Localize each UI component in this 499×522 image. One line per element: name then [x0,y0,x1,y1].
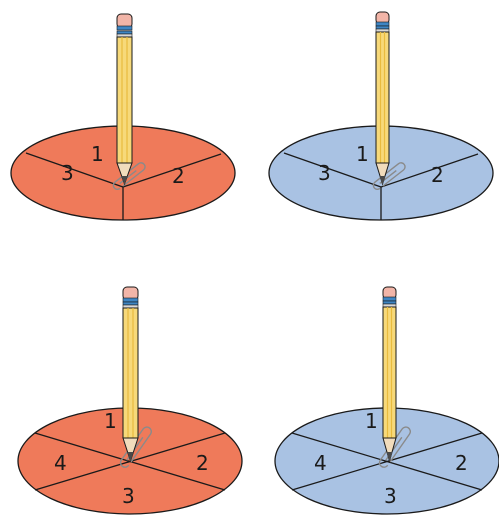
section-label-3: 3 [384,484,397,508]
section-label-2: 2 [196,451,209,475]
section-label-1: 1 [356,142,369,166]
section-label-3: 3 [122,484,135,508]
section-label-3: 3 [318,161,331,185]
divider-line [283,152,382,188]
pencil-icon [375,11,390,186]
section-label-2: 2 [455,451,468,475]
pencil-icon [122,286,139,463]
divider-line [25,152,124,188]
section-label-2: 2 [172,164,185,188]
section-label-2: 2 [431,163,444,187]
divider-line [34,432,226,491]
spinner-blue-3: 1 2 3 [268,11,494,221]
section-label-4: 4 [54,451,67,475]
spinner-orange-3: 1 2 3 [10,13,236,221]
pencil-icon [116,13,133,186]
pencil-icon [382,286,397,463]
divider-line [291,432,483,491]
divider-line [122,153,222,188]
divider-line [380,153,479,188]
spinner-blue-4: 1 2 3 4 [274,286,499,515]
section-label-1: 1 [91,142,104,166]
section-label-1: 1 [365,409,378,433]
section-label-1: 1 [104,409,117,433]
section-label-4: 4 [314,451,327,475]
paper-clip-icon [112,162,146,190]
spinner-orange-4: 1 2 3 4 [17,286,243,515]
section-label-3: 3 [61,161,74,185]
